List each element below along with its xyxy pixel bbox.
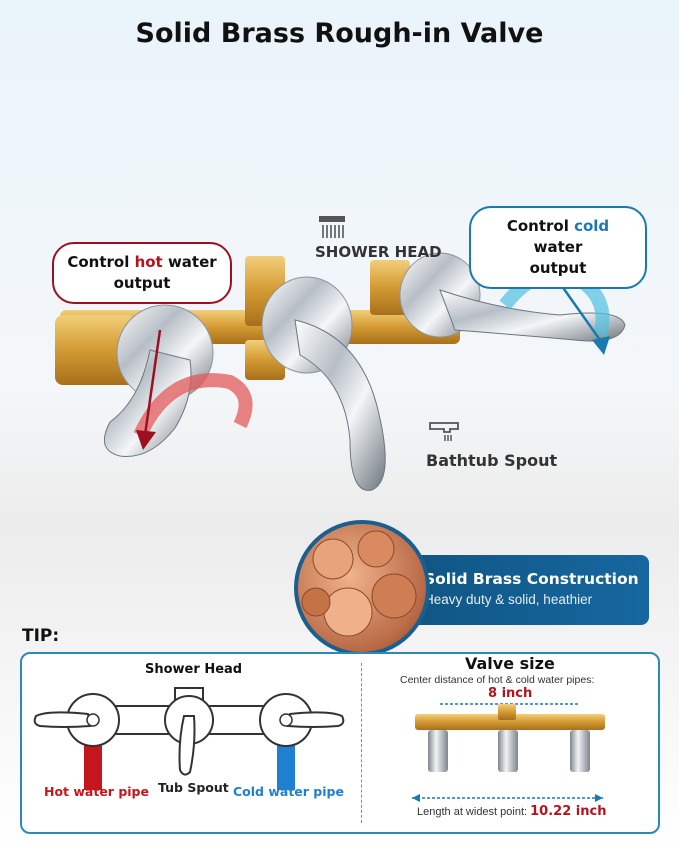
- tip-box: [20, 652, 660, 834]
- cold-water-callout: Control cold water output: [469, 206, 647, 289]
- valve-illustration: [55, 252, 626, 491]
- cold-callout-suffix: water: [533, 238, 583, 256]
- cold-callout-highlight: cold: [574, 217, 610, 235]
- valve-size-title: Valve size: [465, 654, 555, 673]
- copper-rods-drawing: [301, 530, 417, 637]
- cold-callout-line2: output: [529, 259, 587, 277]
- schematic-center-lever: [178, 715, 196, 776]
- length-prefix: Length at widest point:: [417, 806, 531, 818]
- size-right-cartridge: [570, 730, 590, 772]
- valve-size-description: Center distance of hot & cold water pipe…: [400, 674, 595, 686]
- schematic-left-lever: [33, 711, 92, 728]
- tip-divider: [361, 663, 362, 823]
- bathtub-spout-label: Bathtub Spout: [426, 451, 558, 470]
- shower-head-label: SHOWER HEAD: [315, 243, 442, 261]
- copper-rods-image: [294, 520, 430, 656]
- cold-callout-prefix: Control: [506, 217, 575, 235]
- valve-schematic: [33, 687, 345, 790]
- hot-arrow-arc: [133, 373, 253, 439]
- hot-callout-line2: output: [113, 274, 171, 292]
- tub-spout-label: Tub Spout: [158, 780, 229, 795]
- cold-water-pipe-label: Cold water pipe: [233, 784, 344, 799]
- size-brass-body: [415, 714, 605, 730]
- hot-water-callout: Control hot water output: [52, 242, 232, 304]
- hot-arrowhead: [136, 430, 156, 450]
- right-handle: [439, 289, 626, 342]
- bathtub-spout-icon: [429, 422, 459, 441]
- size-center-cartridge: [498, 730, 518, 772]
- hot-water-pipe-label: Hot water pipe: [44, 784, 149, 799]
- size-top-inlet: [498, 704, 516, 720]
- brass-left-end: [55, 315, 135, 385]
- shower-head-icon: [319, 216, 345, 238]
- cold-water-pipe: [277, 742, 295, 790]
- banner-subtitle: Heavy duty & solid, heathier: [424, 592, 593, 607]
- hot-water-pipe: [84, 742, 102, 790]
- center-handle: [294, 319, 386, 491]
- schematic-right-lever: [286, 711, 345, 728]
- length-value: 10.22 inch: [530, 804, 607, 819]
- cold-arrowhead: [592, 336, 610, 355]
- diagram-shower-head-label: Shower Head: [145, 662, 243, 677]
- hot-callout-prefix: Control: [67, 253, 135, 271]
- hot-callout-highlight: hot: [134, 253, 163, 271]
- size-left-cartridge: [428, 730, 448, 772]
- banner-title: Solid Brass Construction: [424, 570, 639, 588]
- center-distance-value: 8 inch: [488, 686, 533, 701]
- length-line: Length at widest point: 10.22 inch: [417, 804, 606, 819]
- hot-callout-suffix: water: [162, 253, 217, 271]
- left-handle: [103, 349, 192, 457]
- page-title: Solid Brass Rough-in Valve: [135, 18, 544, 49]
- valve-size-drawing: [412, 703, 605, 802]
- hot-arrow-line: [143, 329, 162, 436]
- tip-heading: TIP:: [22, 626, 60, 646]
